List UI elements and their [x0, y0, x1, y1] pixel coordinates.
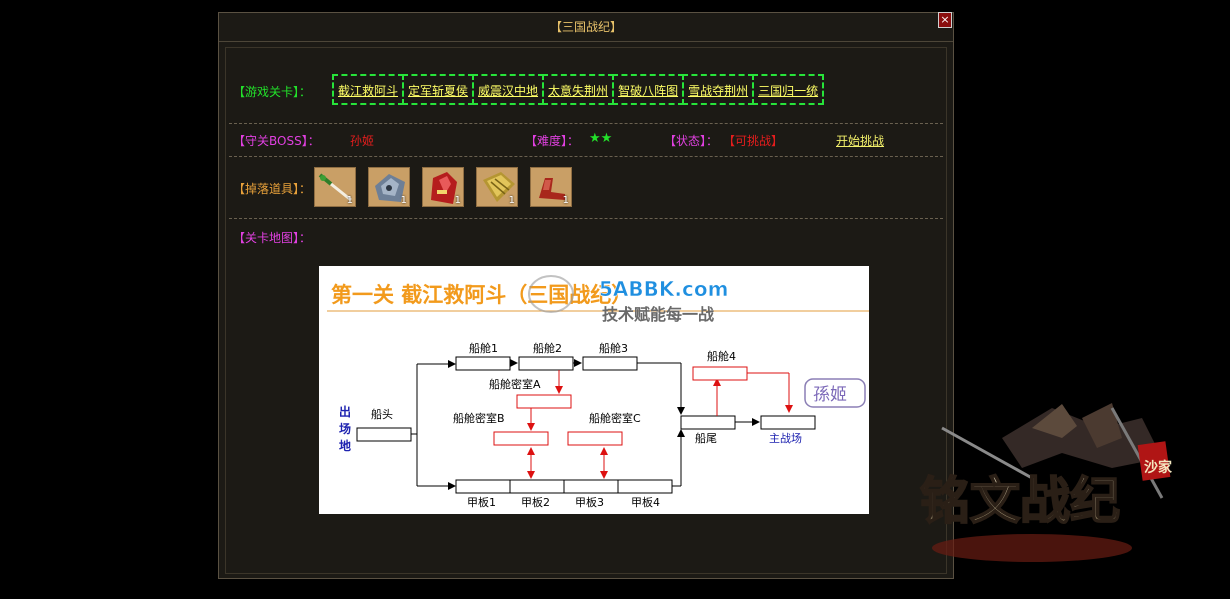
boss-name: 孙姬 [350, 134, 375, 148]
node-cabin1-label: 船舱1 [469, 341, 498, 355]
node-secret-c [567, 431, 623, 446]
stages-label: 【游戏关卡】： [233, 85, 312, 99]
drop-item[interactable]: 1 [476, 167, 518, 207]
node-deck2-label: 甲板2 [521, 495, 550, 509]
boss-label: 【守关BOSS】： [233, 134, 320, 148]
status-value: 【可挑战】 [723, 134, 784, 148]
node-cabin3-label: 船舱3 [599, 341, 628, 355]
map-label: 【关卡地图】： [233, 231, 312, 245]
status-label: 【状态】： [664, 134, 719, 148]
difficulty-stars: ★★ [589, 131, 613, 146]
stage-1-link[interactable]: 截江救阿斗 [332, 74, 405, 105]
stage-7-link[interactable]: 三国归一统 [752, 74, 825, 105]
item-count: 1 [346, 195, 353, 206]
drop-item[interactable]: 1 [530, 167, 572, 207]
stage-3-link[interactable]: 威震汉中地 [472, 74, 545, 105]
item-count: 1 [454, 195, 461, 206]
stage-5-link[interactable]: 智破八阵图 [612, 74, 685, 105]
watermark-slogan: 技术赋能每一战 [602, 305, 714, 324]
boss-bubble-text: 孫姬 [813, 385, 847, 405]
node-stern [680, 415, 736, 430]
node-secret-a-label: 船舱密室A [489, 377, 541, 391]
node-stern-label: 船尾 [695, 431, 717, 445]
node-arena-label: 主战场 [769, 431, 802, 445]
logo-sub: 沙家 [1144, 459, 1173, 476]
start-char-1: 出 [339, 404, 351, 419]
node-deck3-label: 甲板3 [575, 495, 604, 509]
item-count: 1 [562, 195, 569, 206]
inner-frame [225, 47, 947, 574]
stage-4-link[interactable]: 太意失荆州 [542, 74, 615, 105]
node-deck4 [617, 479, 673, 494]
drop-item[interactable]: 1 [314, 167, 356, 207]
divider [229, 156, 943, 157]
start-char-3: 地 [339, 438, 351, 453]
boots-icon [539, 178, 565, 200]
node-deck3 [563, 479, 619, 494]
map-diagram: 第一关 截江救阿斗（三国战纪） 5ABBK.com 技术赋能每一战 出 场 地 … [327, 275, 869, 509]
node-cabin4 [692, 366, 748, 381]
armor-icon [375, 174, 405, 202]
watermark-domain: 5ABBK.com [599, 277, 728, 301]
drops-label: 【掉落道具】： [233, 182, 312, 196]
node-bow-label: 船头 [371, 407, 393, 421]
node-deck4-label: 甲板4 [631, 495, 660, 509]
logo-main: 铭文战纪 [920, 472, 1120, 530]
stage-list: 截江救阿斗 定军斩夏侯 威震汉中地 太意失荆州 智破八阵图 雪战夺荆州 三国归一… [332, 74, 825, 105]
close-button[interactable]: × [938, 12, 952, 28]
game-panel: 【三国战纪】 【游戏关卡】： 截江救阿斗 定军斩夏侯 威震汉中地 太意失荆州 智… [218, 12, 954, 579]
node-secret-c-label: 船舱密室C [589, 411, 641, 425]
item-count: 1 [400, 195, 407, 206]
drop-item[interactable]: 1 [422, 167, 464, 207]
start-char-2: 场 [339, 422, 351, 436]
node-cabin2 [518, 356, 574, 371]
node-cabin4-label: 船舱4 [707, 349, 736, 363]
node-secret-b [493, 431, 549, 446]
drop-item[interactable]: 1 [368, 167, 410, 207]
boss-bubble [804, 378, 866, 408]
stage-map: 第一关 截江救阿斗（三国战纪） 5ABBK.com 技术赋能每一战 出 场 地 … [319, 266, 869, 514]
golden-tablet-icon [483, 172, 515, 202]
stage-6-link[interactable]: 雪战夺荆州 [682, 74, 755, 105]
bamboo-sword-icon [318, 173, 352, 202]
difficulty-label: 【难度】： [525, 134, 580, 148]
divider [229, 123, 943, 124]
node-deck2 [509, 479, 565, 494]
game-logo: 沙家 铭文战纪 [919, 403, 1173, 562]
stage-2-link[interactable]: 定军斩夏侯 [402, 74, 475, 105]
window-title: 【三国战纪】 [219, 13, 953, 42]
node-deck1 [455, 479, 511, 494]
node-bow [356, 427, 412, 442]
red-robe-icon [431, 172, 457, 204]
node-deck1-label: 甲板1 [467, 495, 496, 509]
node-cabin1 [455, 356, 511, 371]
divider [229, 218, 943, 219]
node-arena [760, 415, 816, 430]
map-heading: 第一关 截江救阿斗（三国战纪） [331, 283, 632, 307]
node-secret-b-label: 船舱密室B [453, 411, 505, 425]
node-cabin2-label: 船舱2 [533, 341, 562, 355]
item-count: 1 [508, 195, 515, 206]
start-challenge-link[interactable]: 开始挑战 [836, 134, 885, 148]
node-secret-a [516, 394, 572, 409]
node-cabin3 [582, 356, 638, 371]
drop-item-list: 1 1 1 1 [314, 167, 572, 207]
